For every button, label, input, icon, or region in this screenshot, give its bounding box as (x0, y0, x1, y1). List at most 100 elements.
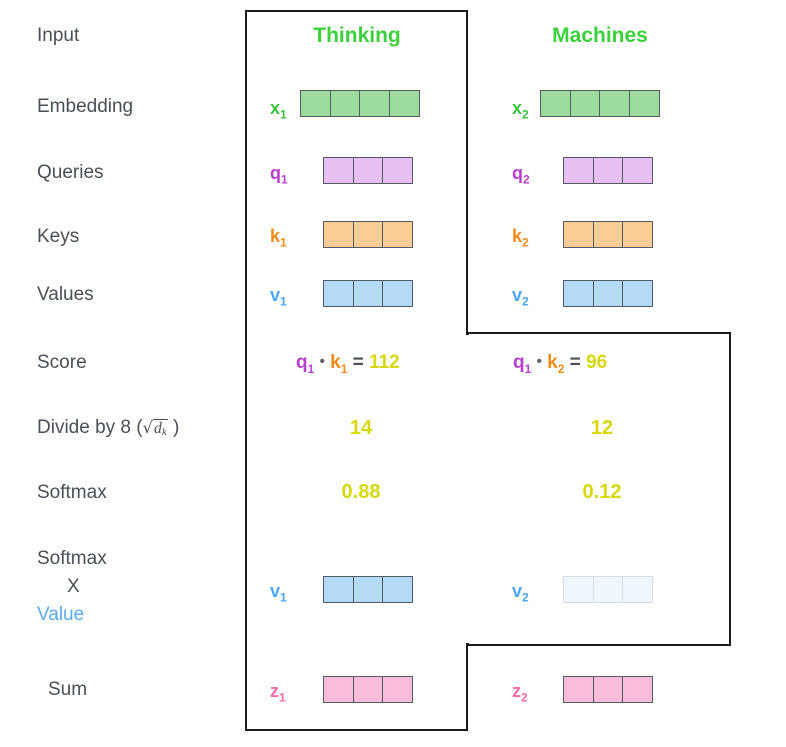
vector-tag-x2-sub: 2 (522, 107, 529, 122)
cell (563, 157, 594, 184)
weighted-value-tag-v2-letter: v (512, 581, 523, 601)
score-1-key-letter: k (330, 352, 341, 373)
vector-tag-q2-sub: 2 (523, 172, 530, 187)
sum-strip-z1 (323, 676, 413, 703)
dot-product-operator-icon: • (319, 353, 325, 371)
cell (540, 90, 571, 117)
score-expression-1: q1 • k1 = 112 (296, 352, 400, 376)
softmax-value-2: 0.12 (582, 481, 622, 503)
cell (382, 280, 413, 307)
sqrt-dk-expression: √dk (142, 418, 168, 438)
softmax-times-value-line-3: Value (37, 604, 85, 625)
embedding-strip-x1 (300, 90, 420, 117)
cell (599, 90, 630, 117)
cell (592, 280, 624, 307)
sqrt-subscript: k (161, 425, 167, 438)
score-2-query-letter: q (513, 352, 525, 373)
sqrt-bar: dk (152, 419, 168, 438)
sqrt-variable: d (153, 420, 162, 437)
cell (592, 576, 624, 603)
vector-tag-q1-sub: 1 (281, 172, 288, 187)
cell (592, 221, 624, 248)
cell (622, 280, 653, 307)
key-strip-k1 (323, 221, 413, 248)
sum-strip-z2 (563, 676, 653, 703)
cell (352, 221, 384, 248)
cell (323, 576, 354, 603)
cell (592, 157, 624, 184)
cell (382, 157, 413, 184)
row-label-keys: Keys (37, 226, 80, 247)
cell (563, 280, 594, 307)
row-label-softmax-times-value: Softmax X Value (37, 548, 227, 626)
value-strip-v2 (563, 280, 653, 307)
weighted-value-strip-v2 (563, 576, 653, 603)
score-1-query-letter: q (296, 352, 308, 373)
score-2-key-sub: 2 (557, 361, 565, 376)
sum-tag-z2-letter: z (512, 681, 521, 701)
vector-tag-k2-sub: 2 (522, 235, 529, 250)
weighted-value-tag-v2: v2 (512, 581, 529, 605)
row-label-score: Score (37, 352, 87, 373)
score-1-query: q1 (296, 352, 315, 376)
cell (563, 576, 594, 603)
sum-tag-z2: z2 (512, 681, 528, 705)
vector-tag-x1-letter: x (270, 98, 281, 118)
row-label-divide-by-8: Divide by 8 (√dk ) (37, 417, 179, 439)
sum-tag-z1-letter: z (270, 681, 279, 701)
cell (300, 90, 331, 117)
score-2-query-sub: 1 (524, 361, 532, 376)
score-1-key-sub: 1 (340, 361, 348, 376)
cell (622, 676, 653, 703)
row-label-sum: Sum (48, 679, 88, 700)
softmax-times-value-line-2: X (67, 576, 80, 597)
key-strip-k2 (563, 221, 653, 248)
vector-tag-k1-sub: 1 (280, 235, 287, 250)
vector-tag-k1-letter: k (270, 226, 281, 246)
vector-tag-v1-sub: 1 (280, 294, 287, 309)
cell (352, 576, 384, 603)
value-strip-v1 (323, 280, 413, 307)
vector-tag-x1-sub: 1 (280, 107, 287, 122)
sum-tag-z1: z1 (270, 681, 286, 705)
softmax-times-value-line-1: Softmax (37, 548, 107, 569)
vector-tag-q2: q2 (512, 163, 530, 187)
cell (563, 221, 594, 248)
score-1-equals: = (352, 352, 364, 373)
softmax-value-1: 0.88 (341, 481, 381, 503)
cell (323, 221, 354, 248)
divide-suffix-text: ) (172, 417, 180, 438)
word-header-thinking: Thinking (313, 24, 401, 47)
cell (352, 280, 384, 307)
score-expression-2: q1 • k2 = 96 (513, 352, 607, 376)
vector-tag-q1-letter: q (270, 163, 281, 183)
row-label-input: Input (37, 25, 80, 46)
cell (329, 90, 361, 117)
vector-tag-v1-letter: v (270, 285, 281, 305)
row-label-embedding: Embedding (37, 96, 134, 117)
divide-prefix-text: Divide by 8 ( (37, 417, 143, 438)
vector-tag-k2: k2 (512, 226, 529, 250)
radical-icon: √ (142, 418, 153, 437)
cell (622, 576, 653, 603)
cell (388, 90, 420, 117)
score-1-query-sub: 1 (307, 361, 315, 376)
word-header-machines: Machines (552, 24, 648, 47)
score-1-result: 112 (369, 352, 400, 373)
embedding-strip-x2 (540, 90, 660, 117)
score-2-equals: = (569, 352, 581, 373)
cell (592, 676, 624, 703)
row-label-values: Values (37, 284, 94, 305)
sum-tag-z2-sub: 2 (521, 690, 528, 705)
divide-value-2: 12 (590, 417, 614, 439)
score-2-result: 96 (586, 352, 608, 373)
divide-value-1: 14 (349, 417, 373, 439)
weighted-value-strip-v1 (323, 576, 413, 603)
cell (323, 280, 354, 307)
score-2-query: q1 (513, 352, 532, 376)
cell (622, 157, 653, 184)
cell (352, 157, 384, 184)
vector-tag-x2-letter: x (512, 98, 523, 118)
weighted-value-tag-v1: v1 (270, 581, 287, 605)
cell (382, 676, 413, 703)
